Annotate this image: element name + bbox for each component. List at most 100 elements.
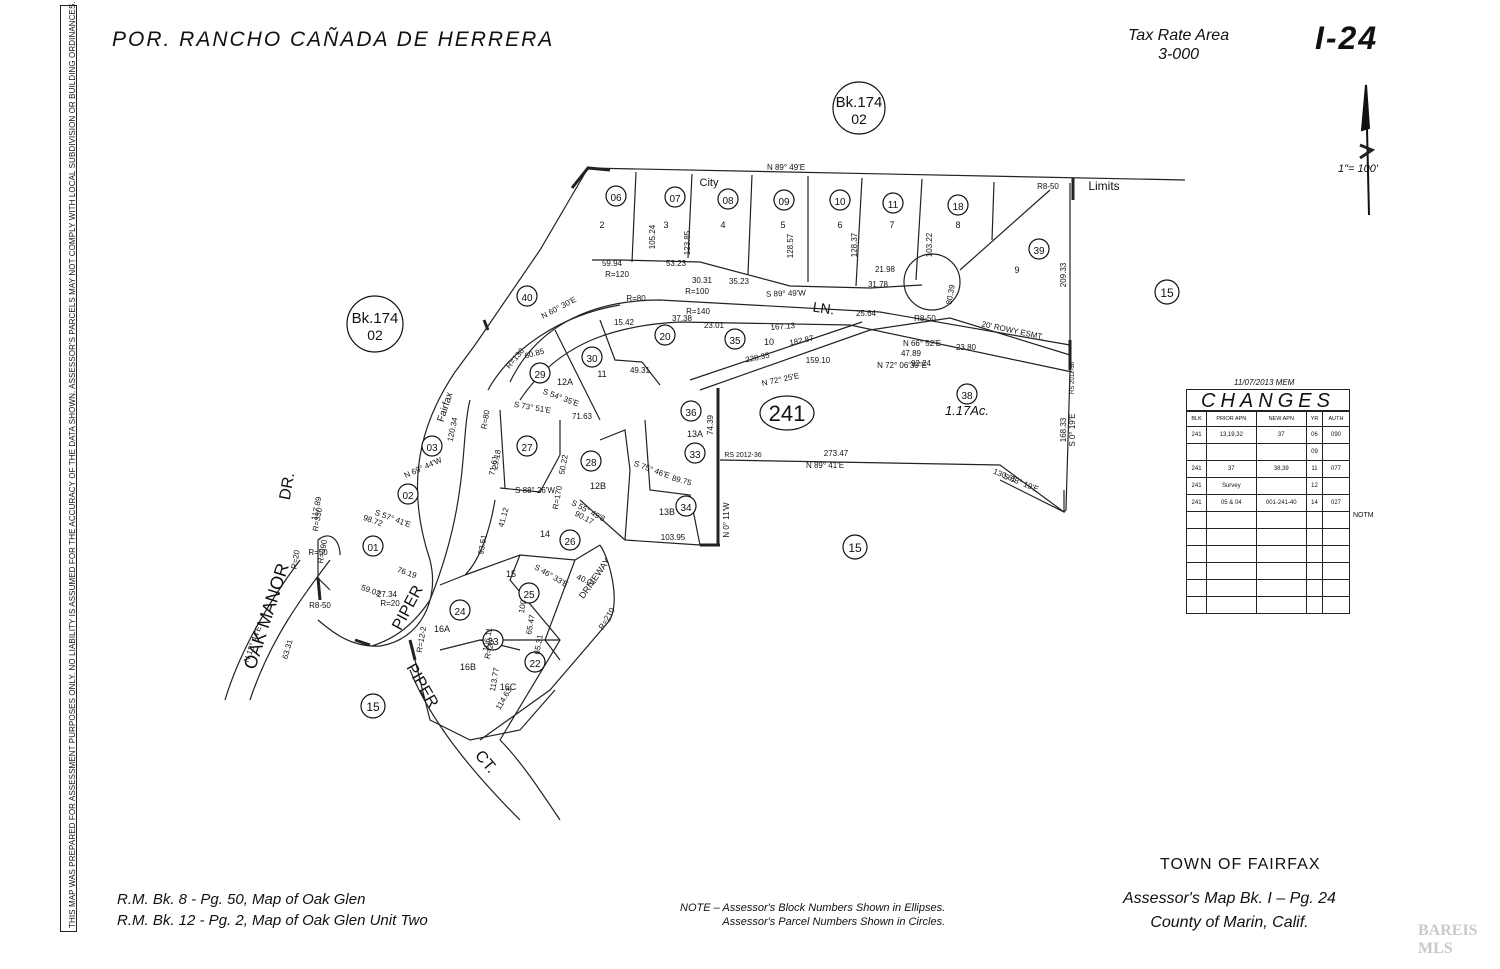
dimension-label: 228.35 <box>745 350 771 364</box>
changes-cell <box>1185 579 1208 597</box>
outside-parcel-circle <box>842 534 868 560</box>
parcel-circle <box>773 189 795 211</box>
dimension-label: 113.77 <box>488 666 501 692</box>
lot-number: 16A <box>434 624 450 634</box>
parcel-circle <box>529 362 551 384</box>
outside-parcel-number: 15 <box>1160 286 1174 300</box>
parcel-circle <box>518 582 540 604</box>
changes-row <box>1185 528 1351 546</box>
changes-cell: 241 <box>1185 494 1208 512</box>
acreage-label: 1.17Ac. <box>945 403 989 418</box>
dimension-label: 53.23 <box>666 259 687 268</box>
dimension-label: 120.34 <box>446 416 460 442</box>
lot-number: 14 <box>540 529 550 539</box>
changes-cell <box>1321 562 1351 580</box>
lot-number: 6 <box>837 220 842 230</box>
note-line-2: Assessor's Parcel Numbers Shown in Circl… <box>722 916 946 928</box>
changes-cell: 11 <box>1306 460 1323 478</box>
parcel-number: 30 <box>586 354 598 365</box>
parcel-circle <box>724 328 746 350</box>
parcel-circle <box>717 188 739 210</box>
changes-cell <box>1185 443 1208 461</box>
changes-row <box>1185 545 1351 563</box>
parcel-circle <box>362 535 384 557</box>
dimension-label: 31.78 <box>868 280 889 289</box>
changes-cell <box>1185 545 1208 563</box>
mls-watermark: BAREIS MLS <box>1418 922 1478 957</box>
radius-label: R=80 <box>479 409 491 430</box>
changes-date: 11/07/2013 MEM <box>1234 378 1295 387</box>
parcel-circle <box>559 529 581 551</box>
changes-cell <box>1306 528 1323 546</box>
ref-line-2: R.M. Bk. 12 - Pg. 2, Map of Oak Glen Uni… <box>117 912 428 929</box>
parcel-circle <box>482 629 504 651</box>
dimension-label: 65.31 <box>532 633 544 655</box>
dimension-label: 35.23 <box>729 277 750 286</box>
outside-parcel-number: 15 <box>848 541 862 555</box>
parcel-circle <box>664 186 686 208</box>
changes-cell <box>1206 562 1257 580</box>
parcel-circle <box>1028 238 1050 260</box>
changes-cell <box>1306 511 1323 529</box>
bearing-label: S 0° 19'E <box>1068 413 1077 446</box>
parcel-number: 33 <box>689 450 701 461</box>
dimension-label: 71.63 <box>572 412 593 421</box>
parcel-circle <box>581 346 603 368</box>
parcel-circle <box>421 435 443 457</box>
bearing-label: S 75° 46'E <box>633 459 671 480</box>
bearing-label: N 0° 11'W <box>722 502 731 538</box>
changes-cell: 077 <box>1321 460 1351 478</box>
changes-row <box>1185 562 1351 580</box>
parcel-circle <box>654 324 676 346</box>
parcel-circle <box>580 450 602 472</box>
lot-number: 13B <box>659 507 675 517</box>
limits-label: Limits <box>1088 179 1119 193</box>
bearing-label: S 46° 33'E <box>533 563 570 590</box>
dimension-label: 182.87 <box>789 333 815 347</box>
parcel-circle <box>680 400 702 422</box>
dimension-label: 93.51 <box>476 533 488 555</box>
dimension-label: 100 <box>517 599 528 614</box>
radius-label: R=330 <box>311 507 324 533</box>
parcel-circle <box>605 185 627 207</box>
block-number: 241 <box>769 401 806 426</box>
bearing-label: N 72° 25'E <box>761 371 800 388</box>
parcel-number: 27 <box>521 443 533 454</box>
lot-number: 15 <box>506 569 516 579</box>
changes-header: AUTH <box>1321 411 1351 427</box>
parcel-number: 29 <box>534 370 546 381</box>
changes-cell: 241 <box>1185 426 1208 444</box>
parcel-circle <box>524 651 546 673</box>
assessor-map-info: Assessor's Map Bk. I – Pg. 24 County of … <box>1123 887 1336 935</box>
parcel-number: 22 <box>529 659 541 670</box>
changes-cell <box>1206 579 1257 597</box>
changes-cell: 241 <box>1185 460 1208 478</box>
dimension-label: 74.39 <box>706 414 715 435</box>
block-ref-sub: 02 <box>367 327 383 343</box>
lot-number: 7 <box>889 220 894 230</box>
radius-label: R=170 <box>551 485 564 511</box>
dimension-label: 60.85 <box>524 347 546 361</box>
lot-number: 12A <box>557 377 573 387</box>
parcel-number: 07 <box>669 194 681 205</box>
street-piper-ln: LN. <box>812 299 836 318</box>
changes-cell: 06 <box>1306 426 1323 444</box>
outside-parcel-circle <box>1154 279 1180 305</box>
tax-rate-label: Tax Rate Area <box>1128 27 1230 44</box>
changes-cell <box>1206 443 1257 461</box>
parcel-number: 35 <box>729 336 741 347</box>
changes-cell: 027 <box>1321 494 1351 512</box>
dimension-label: 167.13 <box>770 321 796 332</box>
changes-header: BLK <box>1185 411 1208 427</box>
dimension-label: 27.34 <box>377 590 398 599</box>
outside-parcel-number: 15 <box>366 700 380 714</box>
city-label: City <box>700 177 719 189</box>
changes-cell <box>1255 562 1308 580</box>
radius-label: R8-50 <box>1037 182 1059 191</box>
block-number-ellipse <box>759 395 815 431</box>
changes-cell <box>1321 579 1351 597</box>
changes-row: 09 <box>1185 443 1351 461</box>
